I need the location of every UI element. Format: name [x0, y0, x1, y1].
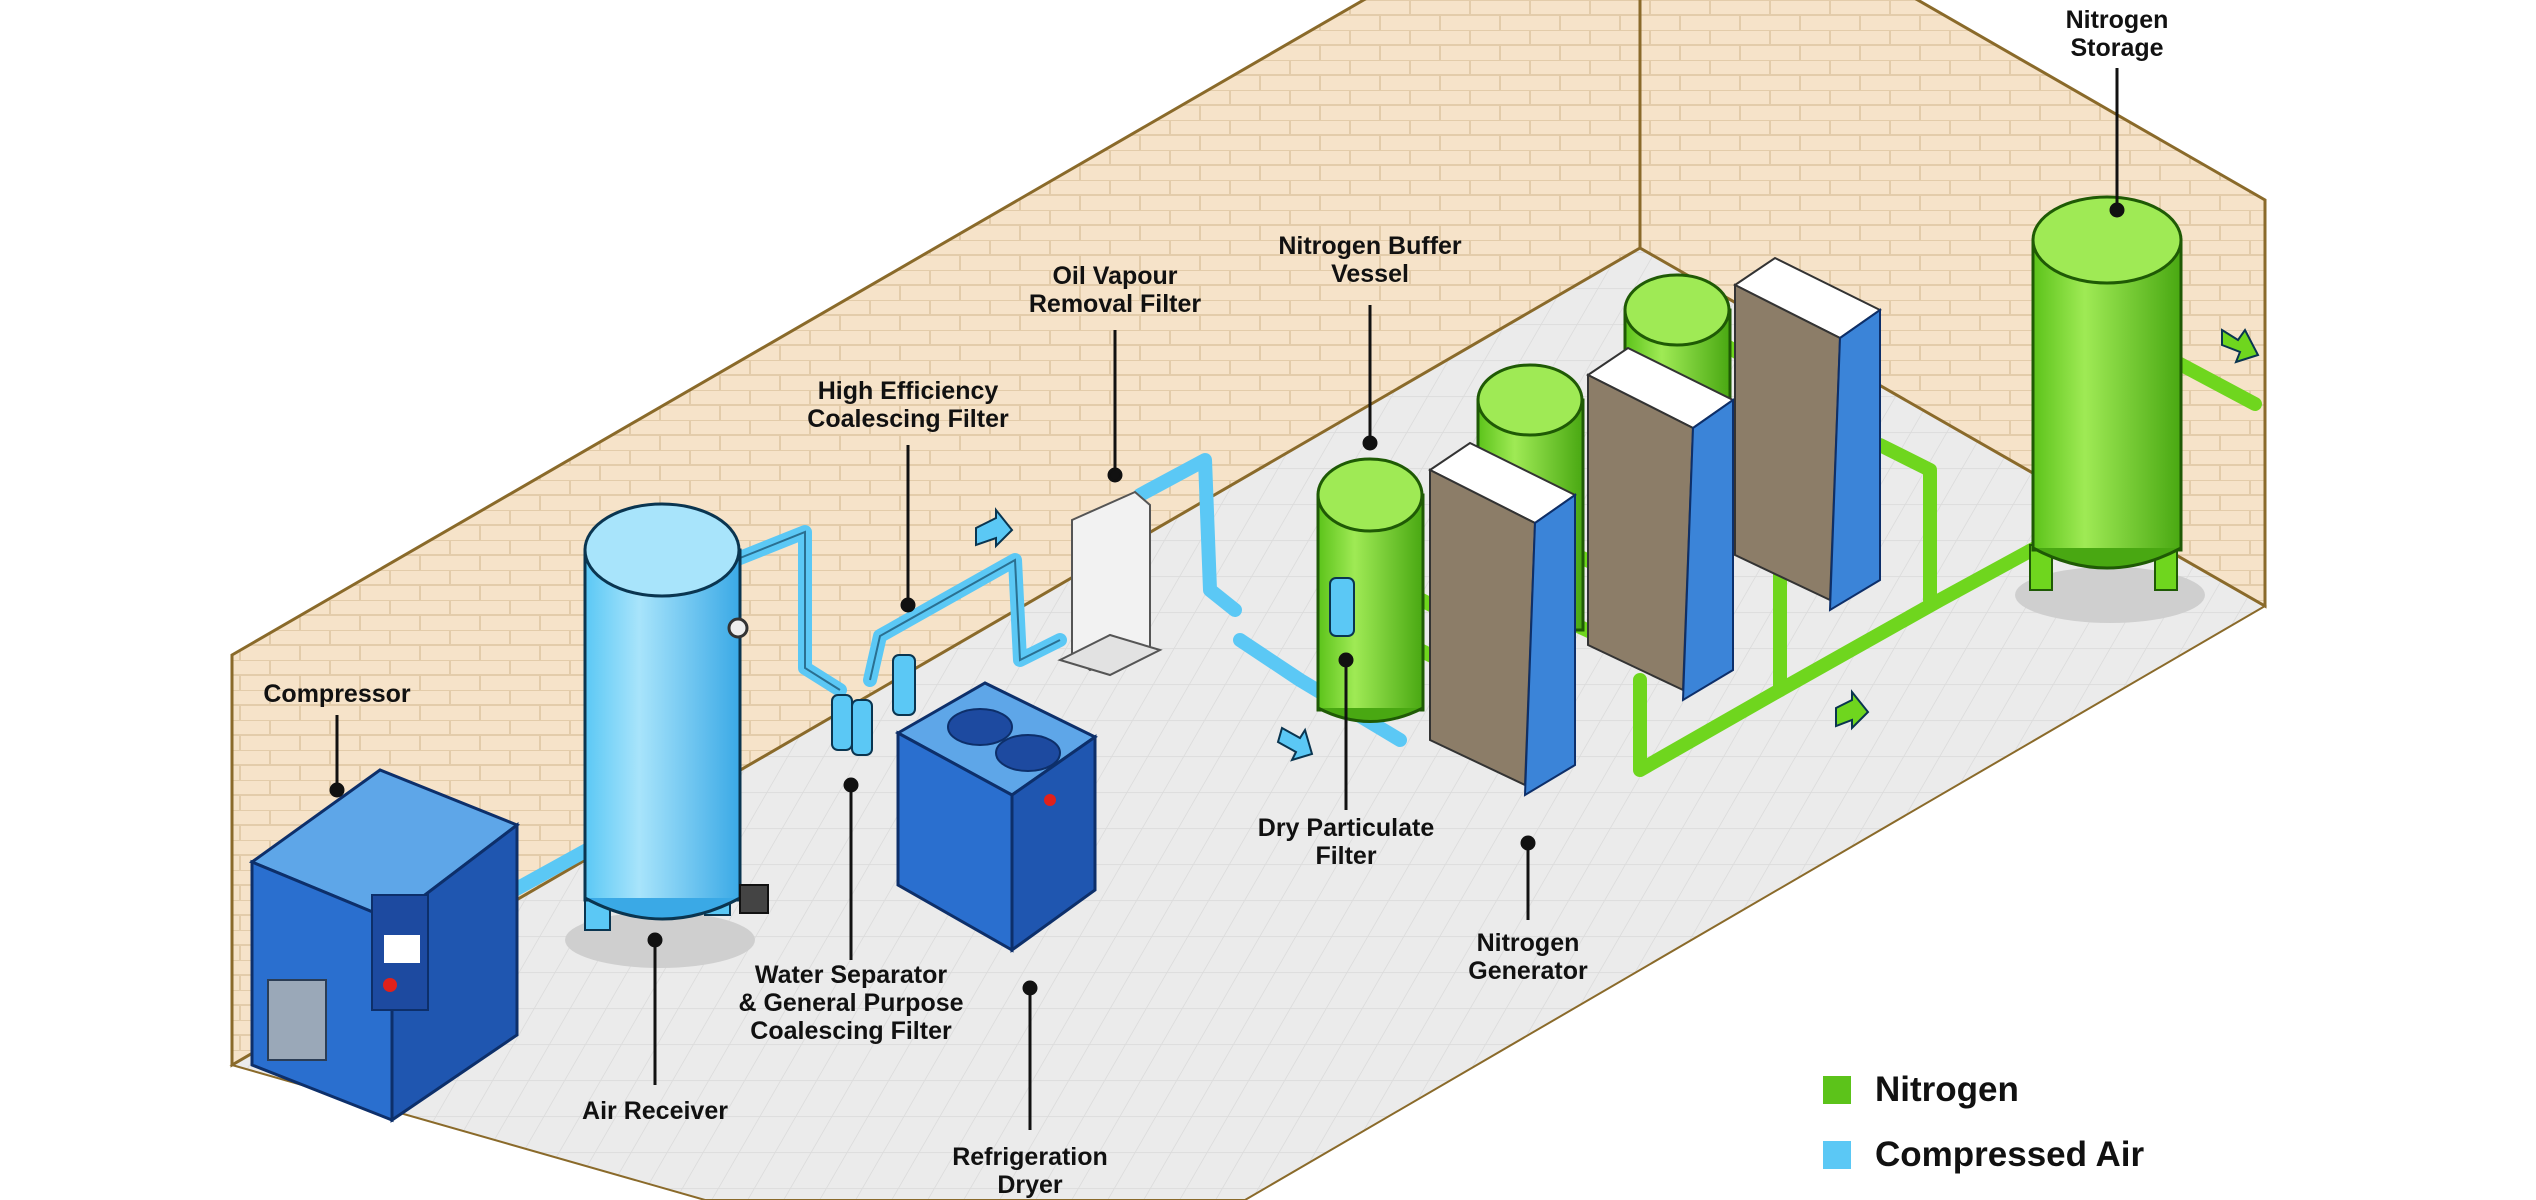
label-nitrogen-storage: Nitrogen Storage	[2066, 6, 2169, 62]
label-line: Refrigeration	[952, 1143, 1108, 1171]
legend-item-compressed-air: Compressed Air	[1823, 1135, 2144, 1175]
air-receiver	[565, 502, 769, 968]
label-high-efficiency-filter: High Efficiency Coalescing Filter	[807, 377, 1008, 433]
pressure-gauge-icon	[727, 617, 749, 639]
label-line: High Efficiency	[817, 377, 999, 405]
label-air-receiver: Air Receiver	[582, 1097, 728, 1125]
label-compressor-text: Compressor	[263, 680, 411, 708]
leader-lines	[329, 68, 2125, 1130]
label-line: Water Separator	[754, 961, 948, 989]
dry-particulate-filter	[1329, 577, 1355, 637]
label-air-receiver-text: Air Receiver	[582, 1097, 728, 1125]
nitrogen-generators	[1428, 256, 1882, 797]
label-line: Generator	[1468, 957, 1588, 985]
refrigeration-dryer	[894, 681, 1098, 953]
label-line: Vessel	[1331, 260, 1409, 288]
nitrogen-generator-unit	[1733, 256, 1882, 612]
label-line: Dryer	[997, 1171, 1063, 1199]
label-dry-particulate: Dry Particulate Filter	[1258, 814, 1434, 870]
label-oil-vapour-filter: Oil Vapour Removal Filter	[1029, 262, 1201, 318]
compressed-air-swatch	[1823, 1141, 1851, 1169]
high-efficiency-filter	[892, 654, 916, 716]
room	[229, 0, 2267, 1200]
emergency-stop-icon	[383, 978, 397, 992]
fan-icon	[947, 708, 1013, 746]
label-line: Removal Filter	[1028, 290, 1202, 318]
nitrogen-generator-unit	[1586, 346, 1735, 702]
water-separator-filters	[831, 694, 873, 756]
nitrogen-flow-arrow-icon	[1835, 689, 1870, 731]
label-line: Storage	[2070, 34, 2164, 62]
compressor	[248, 768, 521, 1123]
air-flow-arrow-icon	[975, 507, 1014, 549]
label-water-separator: Water Separator & General Purpose Coales…	[738, 961, 963, 1045]
nitrogen-swatch	[1823, 1076, 1851, 1104]
nitrogen-generator-unit	[1428, 441, 1577, 797]
label-line: Coalescing Filter	[750, 1017, 952, 1045]
pipe-outline	[734, 530, 1061, 691]
legend-item-nitrogen: Nitrogen	[1823, 1070, 2019, 1110]
label-line: & General Purpose	[738, 989, 964, 1017]
label-line: Filter	[1315, 842, 1377, 870]
label-line: Nitrogen	[1476, 929, 1580, 957]
nitrogen-storage	[2015, 195, 2205, 623]
label-refrigeration-dryer: Refrigeration Dryer	[952, 1143, 1108, 1199]
oil-vapour-removal-filter	[1057, 490, 1163, 677]
legend-label-compressed-air: Compressed Air	[1875, 1135, 2145, 1174]
air-flow-arrow-icon	[1276, 726, 1314, 762]
label-line: Dry Particulate	[1257, 814, 1435, 842]
label-line: Oil Vapour	[1052, 262, 1178, 290]
flow-arrows	[975, 328, 2260, 762]
label-nitrogen-generator: Nitrogen Generator	[1468, 929, 1587, 985]
label-line: Coalescing Filter	[807, 405, 1009, 433]
nitrogen-flow-arrow-icon	[2221, 328, 2260, 364]
label-line: Nitrogen Buffer	[1278, 232, 1462, 260]
label-line: Nitrogen	[2065, 6, 2169, 34]
fan-icon	[995, 734, 1061, 772]
label-nitrogen-buffer: Nitrogen Buffer Vessel	[1278, 232, 1461, 288]
label-compressor: Compressor	[263, 680, 410, 708]
legend-label-nitrogen: Nitrogen	[1875, 1070, 2019, 1109]
